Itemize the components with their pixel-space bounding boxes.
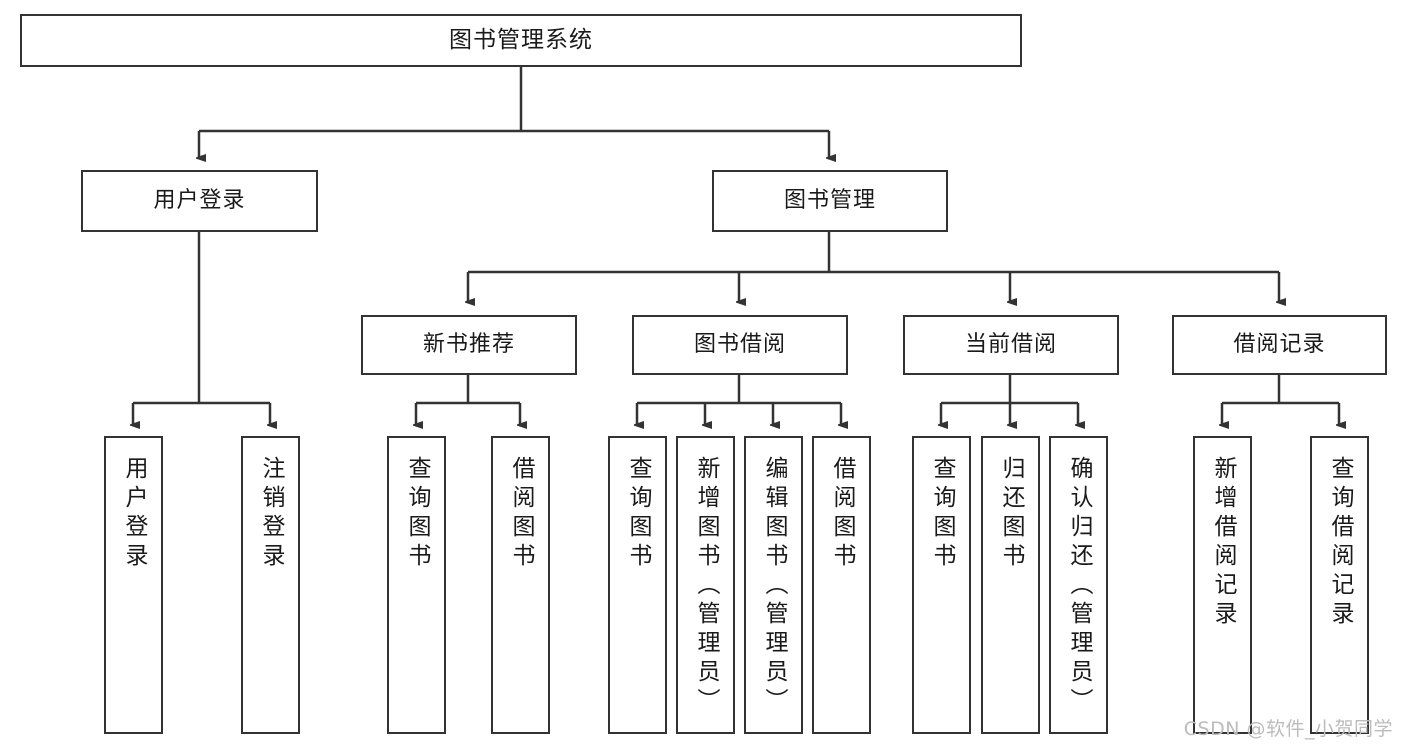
node-user-login[interactable]: 用户登录 — [81, 170, 318, 232]
node-label: 用户登录 — [121, 456, 147, 572]
node-label: 查询借阅记录 — [1327, 456, 1353, 630]
node-leaf-query-book-3[interactable]: 查询图书 — [912, 436, 971, 734]
node-label: 归还图书 — [998, 456, 1024, 572]
node-book-manage[interactable]: 图书管理 — [712, 170, 948, 232]
node-borrow-record[interactable]: 借阅记录 — [1172, 315, 1387, 375]
node-leaf-return-book[interactable]: 归还图书 — [981, 436, 1040, 734]
node-leaf-borrow-book-2[interactable]: 借阅图书 — [812, 436, 871, 734]
node-leaf-confirm-return[interactable]: 确认归还（管理员） — [1049, 436, 1108, 734]
node-label: 新增图书（管理员） — [693, 456, 719, 717]
node-leaf-query-book-1[interactable]: 查询图书 — [387, 436, 446, 734]
node-label: 编辑图书（管理员） — [761, 456, 787, 717]
node-leaf-user-login[interactable]: 用户登录 — [104, 436, 163, 734]
node-label: 查询图书 — [625, 456, 651, 572]
node-label: 查询图书 — [404, 456, 430, 572]
node-label: 借阅图书 — [829, 456, 855, 572]
node-root-book-management-system[interactable]: 图书管理系统 — [20, 14, 1022, 67]
node-new-book-rec[interactable]: 新书推荐 — [361, 315, 577, 375]
node-label: 用户登录 — [153, 188, 246, 214]
csdn-watermark: CSDN @软件_小贺同学 — [1183, 718, 1393, 740]
node-label: 新书推荐 — [422, 332, 515, 358]
node-label: 查询图书 — [929, 456, 955, 572]
node-book-borrow[interactable]: 图书借阅 — [632, 315, 848, 375]
node-leaf-borrow-book-1[interactable]: 借阅图书 — [491, 436, 550, 734]
node-leaf-add-record[interactable]: 新增借阅记录 — [1193, 436, 1252, 734]
node-leaf-edit-book[interactable]: 编辑图书（管理员） — [744, 436, 803, 734]
node-label: 图书管理 — [783, 188, 876, 214]
node-label: 借阅记录 — [1233, 332, 1326, 358]
node-label: 当前借阅 — [964, 332, 1057, 358]
node-label: 图书管理系统 — [449, 27, 593, 54]
node-leaf-query-book-2[interactable]: 查询图书 — [608, 436, 667, 734]
node-label: 图书借阅 — [693, 332, 786, 358]
node-label: 注销登录 — [258, 456, 284, 572]
node-label: 借阅图书 — [508, 456, 534, 572]
node-current-borrow[interactable]: 当前借阅 — [903, 315, 1119, 375]
node-leaf-user-logout[interactable]: 注销登录 — [241, 436, 300, 734]
node-leaf-add-book[interactable]: 新增图书（管理员） — [676, 436, 735, 734]
node-label: 新增借阅记录 — [1210, 456, 1236, 630]
node-label: 确认归还（管理员） — [1066, 456, 1092, 717]
node-leaf-query-record[interactable]: 查询借阅记录 — [1310, 436, 1369, 734]
